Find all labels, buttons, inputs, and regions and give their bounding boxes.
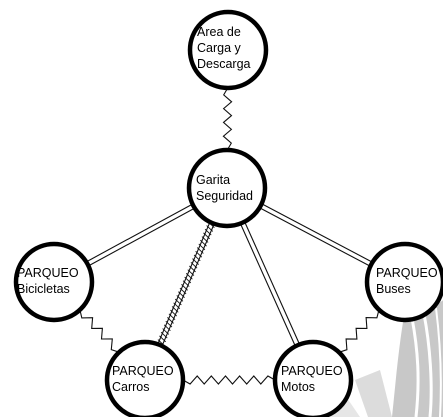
node-area-carga xyxy=(187,9,269,91)
node-label-motos: PARQUEO Motos xyxy=(281,364,343,394)
edge-garita-buses xyxy=(259,203,373,267)
node-bicicletas xyxy=(13,241,95,323)
node-label-carros: PARQUEO Carros xyxy=(112,364,174,394)
edge-area-carga-garita xyxy=(222,87,233,151)
edge-bicicletas-carros xyxy=(79,309,120,353)
node-buses xyxy=(364,241,443,323)
node-label-buses: PARQUEO Buses xyxy=(376,266,438,296)
edge-garita-bicicletas xyxy=(86,203,195,267)
edge-motos-buses xyxy=(338,309,380,353)
edge-garita-carros xyxy=(157,221,215,347)
node-label-bicicletas: PARQUEO Bicicletas xyxy=(17,266,79,296)
edge-garita-motos xyxy=(239,221,301,347)
node-garita xyxy=(186,147,268,229)
edge-carros-motos xyxy=(182,375,276,385)
node-motos xyxy=(272,339,354,417)
node-carros xyxy=(104,339,186,417)
node-label-garita: Garita Seguridad xyxy=(196,173,253,203)
node-label-area-carga: Area de Carga y Descarga xyxy=(197,25,251,71)
